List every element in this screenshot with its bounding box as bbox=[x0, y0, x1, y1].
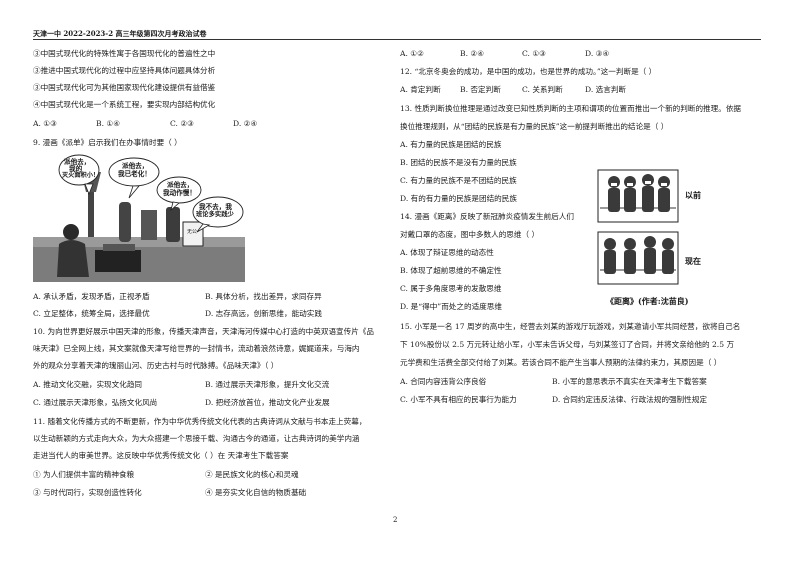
q8-item-4: ④中国式现代化是一个系统工程，要实现内部结构优化 bbox=[33, 100, 216, 109]
q8-item-3: ③中国式现代化可为其他国家现代化建设提供有益借鉴 bbox=[33, 83, 216, 92]
q11-item-1: ① 为人们提供丰富的精神食粮 bbox=[33, 470, 135, 479]
q10-option-b: B. 通过展示天津形象，提升文化交流 bbox=[205, 380, 330, 389]
distance-cartoon bbox=[597, 169, 679, 285]
q13-option-d: D. 有的有力量的民族是团结的民族 bbox=[400, 194, 517, 203]
exam-header-title: 天津一中 2022-2023-2 高三年级第四次月考政治试卷 bbox=[33, 29, 207, 38]
page-number: 2 bbox=[393, 516, 398, 524]
q11-item-4: ④ 是夯实文化自信的物质基础 bbox=[205, 488, 307, 497]
q12-stem: 12. “北京冬奥会的成功，是中国的成功，也是世界的成功。”这一判断是（ ） bbox=[400, 67, 657, 76]
q15-option-c: C. 小军不具有相应的民事行为能力 bbox=[400, 395, 517, 404]
q9-option-a: A. 承认矛盾，发现矛盾，正视矛盾 bbox=[33, 292, 150, 301]
cartoon-bubble-2-line1: 派他去， bbox=[122, 162, 149, 170]
q9-option-d: D. 志存高远，创新思维，能动实践 bbox=[205, 309, 322, 318]
q8-item-2: ③推进中国式现代化的过程中应坚持具体问题具体分析 bbox=[33, 66, 216, 75]
q11-choice-b: B. ②④ bbox=[460, 49, 485, 58]
q8-option-d: D. ②④ bbox=[233, 119, 258, 128]
q14-option-c: C. 属于多角度思考的发散思维 bbox=[400, 284, 502, 293]
cartoon-bubble-4-line2: 班论多实践少 bbox=[196, 211, 234, 218]
q11-item-3: ③ 与时代同行，实现创造性转化 bbox=[33, 488, 142, 497]
q11-choice-a: A. ①② bbox=[400, 49, 424, 58]
cartoon-bubble-3-line1: 派他去， bbox=[167, 181, 194, 189]
q8-option-c: C. ②③ bbox=[170, 119, 194, 128]
q9-option-c: C. 立足整体，统筹全局，选择最优 bbox=[33, 309, 150, 318]
header-rule bbox=[33, 39, 761, 40]
cartoon-bubble-1-line2: 我的 bbox=[69, 165, 83, 173]
q12-option-c: C. 关系判断 bbox=[522, 85, 563, 94]
q14-option-b: B. 体现了超前思维的不确定性 bbox=[400, 266, 502, 275]
q10-option-d: D. 把经济放首位，推动文化产业发展 bbox=[205, 398, 330, 407]
q8-option-b: B. ①④ bbox=[96, 119, 121, 128]
q11-choice-d: D. ③④ bbox=[585, 49, 610, 58]
q8-item-1: ③中国式现代化的特殊性寓于各国现代化的普遍性之中 bbox=[33, 49, 216, 58]
q15-line-2: 下 10%股份以 2.5 万元转让给小军，小军未告诉父母，与刘某签订了合同，并将… bbox=[400, 340, 735, 349]
q9-stem: 9. 漫画《派单》启示我们在办事情时要（ ） bbox=[33, 138, 182, 147]
q13-line-2: 换位推理规则，从“团结的民族是有力量的民族”这一前提判断推出的结论是（ ） bbox=[400, 122, 669, 131]
dispatch-cartoon bbox=[33, 154, 245, 282]
q9-option-b: B. 具体分析，找出差异，求同存异 bbox=[205, 292, 322, 301]
q11-line-3: 走进当代人的审美世界。这反映中华优秀传统文化（ ）在 天津考生下载答案 bbox=[33, 451, 289, 460]
cartoon-bubble-3-line2: 我动作慢！ bbox=[163, 189, 196, 197]
q12-option-b: B. 否定判断 bbox=[460, 85, 501, 94]
cartoon-sign: 无公 bbox=[187, 229, 198, 235]
cartoon-bubble-1-line3: 灭火面积小！ bbox=[62, 172, 100, 179]
q15-line-3: 元学费和生活费全部交付给了刘某。若该合同不能产生当事人预期的法律约束力，其原因是… bbox=[400, 358, 722, 367]
q14-line-2: 对戴口罩的态度，图中多数人的思维（ ） bbox=[400, 230, 540, 239]
q10-line-3: 外的观众分享着天津的瑰丽山河、历史古村与时代脉搏。《品味天津》（ ） bbox=[33, 361, 279, 370]
cartoon2-caption: 《距离》(作者:沈苗良) bbox=[606, 296, 689, 306]
q8-option-a: A. ①③ bbox=[33, 119, 57, 128]
q12-option-d: D. 选言判断 bbox=[585, 85, 627, 94]
q11-line-2: 以生动新颖的方式走向大众，为大众搭建一个思接千载、沟通古今的通道，让古典诗词的美… bbox=[33, 434, 360, 443]
q11-item-2: ② 是民族文化的核心和灵魂 bbox=[205, 470, 299, 479]
q15-option-b: B. 小军的意思表示不真实在天津考生下载答案 bbox=[552, 377, 707, 386]
q10-option-c: C. 通过展示天津形象，弘扬文化风尚 bbox=[33, 398, 158, 407]
cartoon-bubble-4-line1: 我不去，我 bbox=[199, 203, 232, 211]
cartoon-bubble-2-line2: 我已老化！ bbox=[118, 170, 151, 178]
cartoon2-label-now: 现在 bbox=[685, 256, 701, 266]
q15-option-d: D. 合同约定违反法律、行政法规的强制性规定 bbox=[552, 395, 707, 404]
q15-option-a: A. 合同内容违背公序良俗 bbox=[400, 377, 487, 386]
q11-line-1: 11. 随着文化传播方式的不断更新，作为中华优秀传统文化代表的古典诗词从文献与书… bbox=[33, 417, 367, 426]
q14-option-a: A. 体现了辩证思维的动态性 bbox=[400, 248, 494, 257]
q12-option-a: A. 肯定判断 bbox=[400, 85, 441, 94]
q10-option-a: A. 推动文化交融，实现文化趋同 bbox=[33, 380, 143, 389]
q14-line-1: 14. 漫画《距离》反映了新冠肺炎疫情发生前后人们 bbox=[400, 212, 574, 221]
q13-option-b: B. 团结的民族不是没有力量的民族 bbox=[400, 158, 517, 167]
q13-line-1: 13. 性质判断换位推理是通过改变已知性质判断的主项和谓项的位置而推出一个新的判… bbox=[400, 104, 742, 113]
cartoon2-label-before: 以前 bbox=[685, 190, 701, 200]
q13-option-c: C. 有力量的民族不是不团结的民族 bbox=[400, 176, 517, 185]
q11-choice-c: C. ①③ bbox=[522, 49, 546, 58]
cartoon-bubble-1-line1: 派他去， bbox=[64, 158, 91, 166]
q15-line-1: 15. 小军是一名 17 周岁的高中生，经营去刘某的游戏厅玩游戏，刘某邀请小军共… bbox=[400, 322, 741, 331]
q14-option-d: D. 是“得中”而处之的适度思维 bbox=[400, 302, 502, 311]
q10-line-1: 10. 为向世界更好展示中国天津的形象，传播天津声音，天津海河传媒中心打造的中英… bbox=[33, 327, 375, 336]
q10-line-2: 味天津》已全网上线，其文案就像天津写给世界的一封情书，流动着浪然诗意，娓娓道来，… bbox=[33, 344, 360, 353]
q13-option-a: A. 有力量的民族是团结的民族 bbox=[400, 140, 502, 149]
